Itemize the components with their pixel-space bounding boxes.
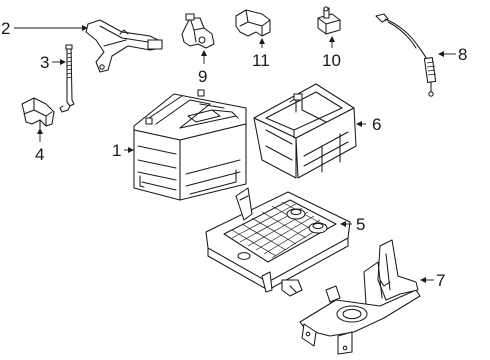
- part-8-cable: [375, 13, 437, 97]
- callout-3: 3: [40, 53, 49, 72]
- callout-2: 2: [1, 19, 10, 38]
- callout-5: 5: [356, 215, 365, 234]
- part-3-j-bolt: [59, 44, 75, 113]
- part-4-clamp: [21, 97, 55, 129]
- callout-4: 4: [35, 145, 44, 164]
- part-10-terminal-post: [317, 6, 341, 35]
- callout-1: 1: [112, 141, 121, 160]
- part-7-lower-bracket: [299, 239, 421, 355]
- callout-7: 7: [436, 271, 445, 290]
- callout-11: 11: [252, 51, 270, 70]
- part-11-terminal-cover: [235, 9, 271, 37]
- callout-6: 6: [372, 115, 381, 134]
- callout-9: 9: [198, 67, 207, 86]
- callout-8: 8: [458, 45, 467, 64]
- callout-leaders: [14, 25, 456, 283]
- part-2-hold-down-bracket: [85, 19, 163, 73]
- callout-10: 10: [322, 51, 341, 70]
- part-9-terminal-clamp: [181, 13, 215, 49]
- part-6-battery-box: [253, 83, 357, 179]
- part-5-battery-tray: [205, 187, 351, 297]
- part-1-battery: [133, 89, 247, 201]
